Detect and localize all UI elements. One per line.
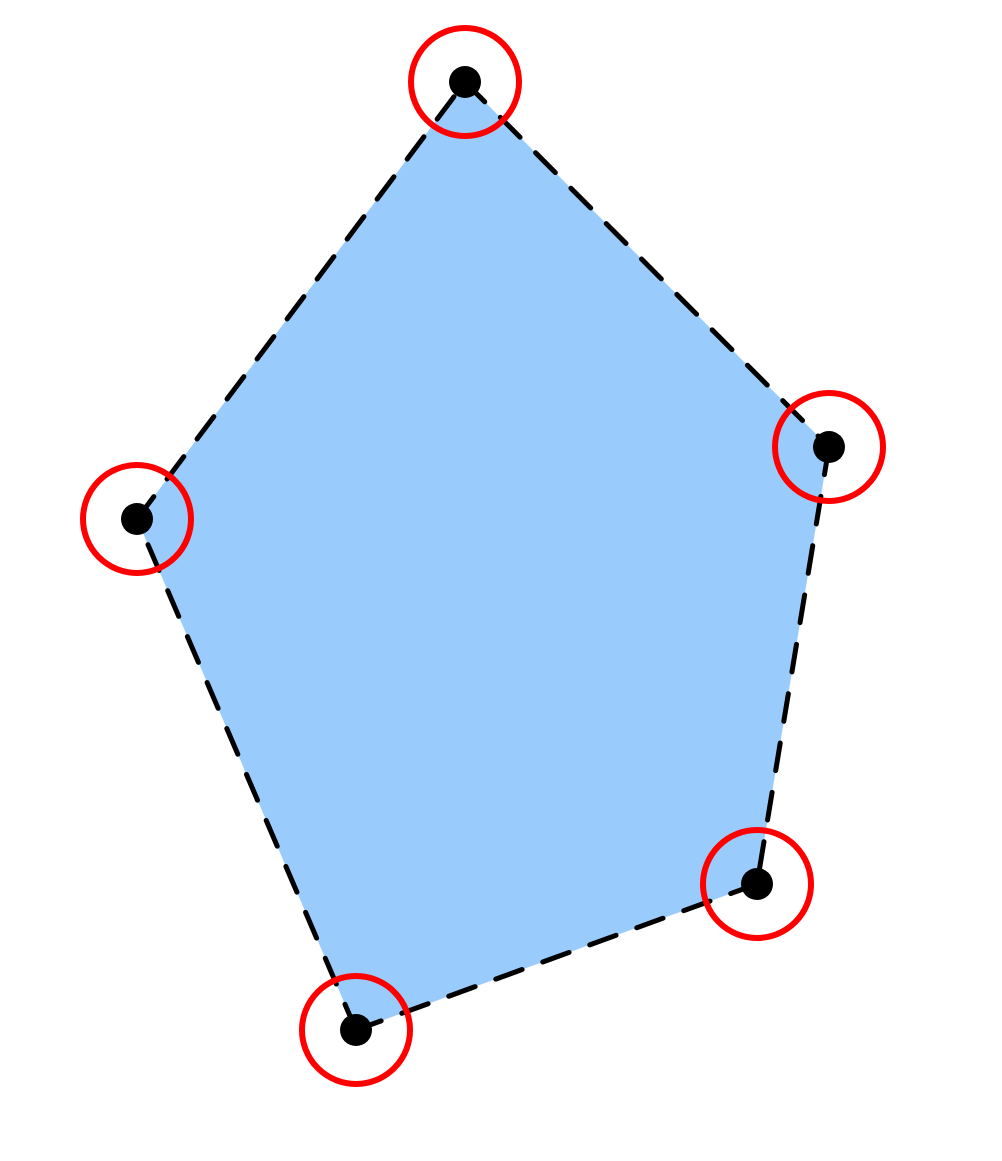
vertex-marker-left bbox=[80, 462, 194, 576]
edge-bottom-left-left bbox=[134, 516, 359, 1033]
vertex-bottom-left bbox=[340, 1014, 372, 1046]
pentagon-edges bbox=[134, 79, 832, 1033]
edge-right-bottom-right bbox=[754, 444, 832, 887]
edge-top-right bbox=[462, 79, 832, 450]
vertex-marker-bottom-left bbox=[299, 973, 413, 1087]
vertices bbox=[121, 66, 845, 1046]
pentagon-fill bbox=[137, 82, 829, 1030]
vertex-markers bbox=[80, 25, 886, 1087]
edge-left-top bbox=[134, 79, 468, 522]
vertex-marker-right bbox=[772, 390, 886, 504]
vertex-bottom-right bbox=[741, 868, 773, 900]
vertex-marker-bottom-right bbox=[700, 827, 814, 941]
vertex-top bbox=[449, 66, 481, 98]
vertex-right bbox=[813, 431, 845, 463]
edge-bottom-right-bottom-left bbox=[353, 881, 760, 1033]
vertex-left bbox=[121, 503, 153, 535]
vertex-marker-top bbox=[408, 25, 522, 139]
